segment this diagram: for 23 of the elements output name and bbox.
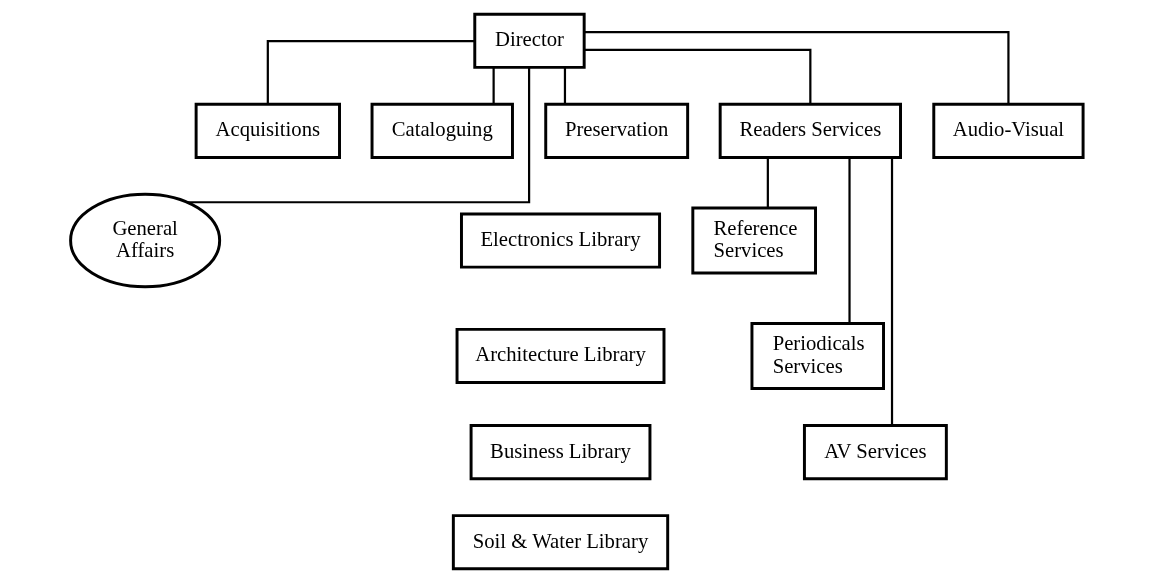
connector bbox=[890, 157, 893, 426]
connector bbox=[563, 67, 566, 104]
node-box: Cataloguing bbox=[370, 102, 514, 160]
connector bbox=[583, 48, 811, 104]
connector bbox=[583, 31, 1010, 104]
node-box: Reference Services bbox=[690, 206, 817, 275]
node-box: Audio-Visual bbox=[931, 102, 1085, 160]
node-box: Preservation bbox=[543, 102, 689, 160]
connector bbox=[492, 67, 495, 104]
node-box: Business Library bbox=[469, 423, 651, 481]
connector bbox=[186, 67, 530, 204]
node-ellipse: General Affairs bbox=[68, 192, 221, 289]
connector bbox=[766, 158, 769, 208]
node-box: Readers Services bbox=[718, 102, 902, 160]
connector bbox=[847, 157, 851, 324]
node-box: Periodicals Services bbox=[749, 321, 885, 390]
node-box: Soil & Water Library bbox=[451, 514, 669, 571]
node-box: Acquisitions bbox=[194, 102, 341, 160]
connector bbox=[266, 40, 475, 104]
node-box: Electronics Library bbox=[459, 212, 661, 269]
node-box: Architecture Library bbox=[455, 327, 665, 385]
node-box: Director bbox=[472, 12, 586, 69]
node-box: AV Services bbox=[802, 423, 948, 481]
